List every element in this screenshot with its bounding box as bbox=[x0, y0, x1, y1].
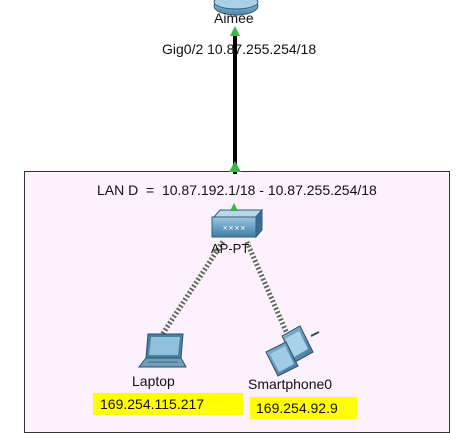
laptop-ip: 169.254.115.217 bbox=[94, 394, 244, 414]
laptop-icon[interactable] bbox=[137, 333, 187, 368]
access-point-name-label: AP-PT bbox=[211, 241, 250, 256]
laptop-name-label: Laptop bbox=[132, 373, 175, 389]
smartphone-name-label: Smartphone0 bbox=[248, 376, 333, 392]
smartphone-ip-highlight bbox=[250, 397, 357, 419]
smartphone-ip: 169.254.92.9 bbox=[250, 398, 358, 418]
link-up-indicator-bottom-icon bbox=[229, 161, 241, 172]
access-point-icon[interactable]: ⨯⨯⨯⨯ bbox=[211, 203, 264, 239]
link-up-indicator-top-icon bbox=[230, 26, 240, 36]
lan-label: LAN D = 10.87.192.1/18 - 10.87.255.254/1… bbox=[97, 182, 377, 198]
smartphone-icon[interactable] bbox=[265, 325, 320, 377]
laptop-ip-highlight bbox=[93, 393, 243, 415]
smartphone-ip-text: 169.254.92.9 bbox=[256, 400, 338, 416]
laptop-ip-text: 169.254.115.217 bbox=[100, 396, 205, 412]
interface-label: Gig0/2 10.87.255.254/18 bbox=[162, 41, 317, 57]
svg-text:⨯⨯⨯⨯: ⨯⨯⨯⨯ bbox=[222, 224, 245, 232]
router-name-label: Aimee bbox=[214, 10, 254, 26]
router-icon[interactable] bbox=[213, 0, 259, 16]
